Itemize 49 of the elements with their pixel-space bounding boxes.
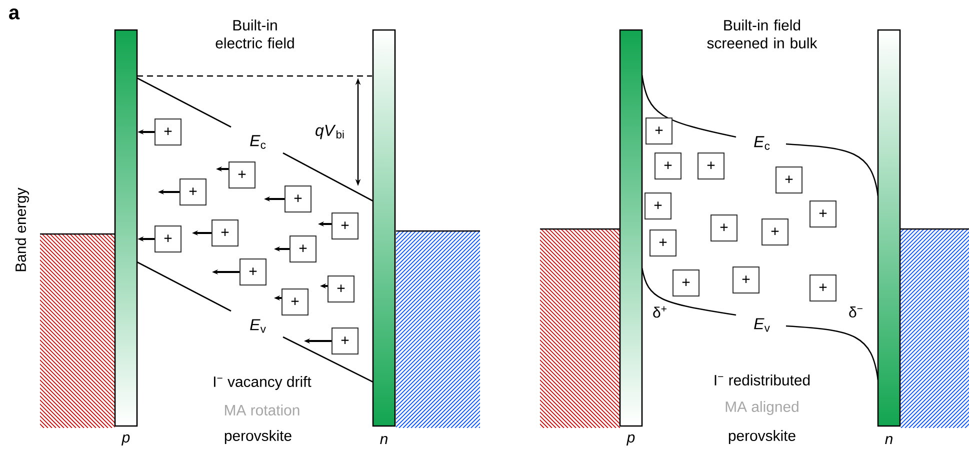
ion-box: + [154, 118, 182, 146]
ion-box: + [672, 270, 700, 296]
ion-box: + [154, 226, 182, 252]
ion-box: + [240, 258, 266, 286]
label: perovskite [728, 430, 796, 444]
label: E$_{v}$ [754, 318, 770, 332]
ion-box: + [284, 186, 312, 212]
ion-box: + [762, 218, 788, 246]
electrode-label: p [626, 434, 635, 446]
ion-box: + [328, 276, 354, 302]
label: E$_{c}$ [754, 136, 770, 150]
label: perovskite [224, 430, 292, 444]
label: qV$_{bi}$ [316, 124, 344, 140]
label: δ$^{−}$ [849, 306, 862, 318]
ion-box: + [332, 212, 358, 240]
panel-letter: a [9, 8, 20, 20]
ion-box: + [644, 192, 672, 220]
ion-box: + [650, 230, 676, 256]
ion-box: + [654, 152, 682, 180]
label: MA rotation [225, 404, 300, 416]
electrode-label: p [121, 434, 130, 446]
ion-box: + [810, 274, 836, 302]
axis-label: Band energy [15, 188, 29, 272]
ion-box: + [290, 236, 316, 262]
label: Built-in electric field [216, 20, 294, 48]
ion-box: + [228, 162, 256, 188]
label: E$_{c}$ [250, 135, 266, 149]
electrode-bar [372, 29, 396, 427]
ion-box: + [180, 178, 206, 206]
ion-box: + [332, 328, 358, 354]
label: MA aligned [726, 401, 798, 415]
ion-box: + [776, 166, 802, 194]
label: E$_{v}$ [250, 319, 266, 333]
label: δ$^{+}$ [653, 306, 666, 318]
ion-box: + [698, 152, 724, 180]
ion-box: + [710, 214, 738, 242]
ion-box: + [646, 118, 672, 144]
ion-box: + [212, 220, 238, 246]
ion-box: + [810, 200, 836, 228]
electrode-bar [877, 29, 901, 427]
ion-box: + [282, 288, 308, 316]
label: I$^{−}$ redistributed [714, 374, 810, 386]
electrode-label: n [885, 436, 892, 444]
label: Built-in field screened in bulk [707, 20, 818, 48]
ion-box: + [732, 266, 760, 294]
label: I$^{−}$ vacancy drift [214, 376, 312, 390]
electrode-bar [619, 29, 643, 427]
electrode-label: n [380, 436, 388, 444]
electrode-bar [114, 29, 138, 427]
